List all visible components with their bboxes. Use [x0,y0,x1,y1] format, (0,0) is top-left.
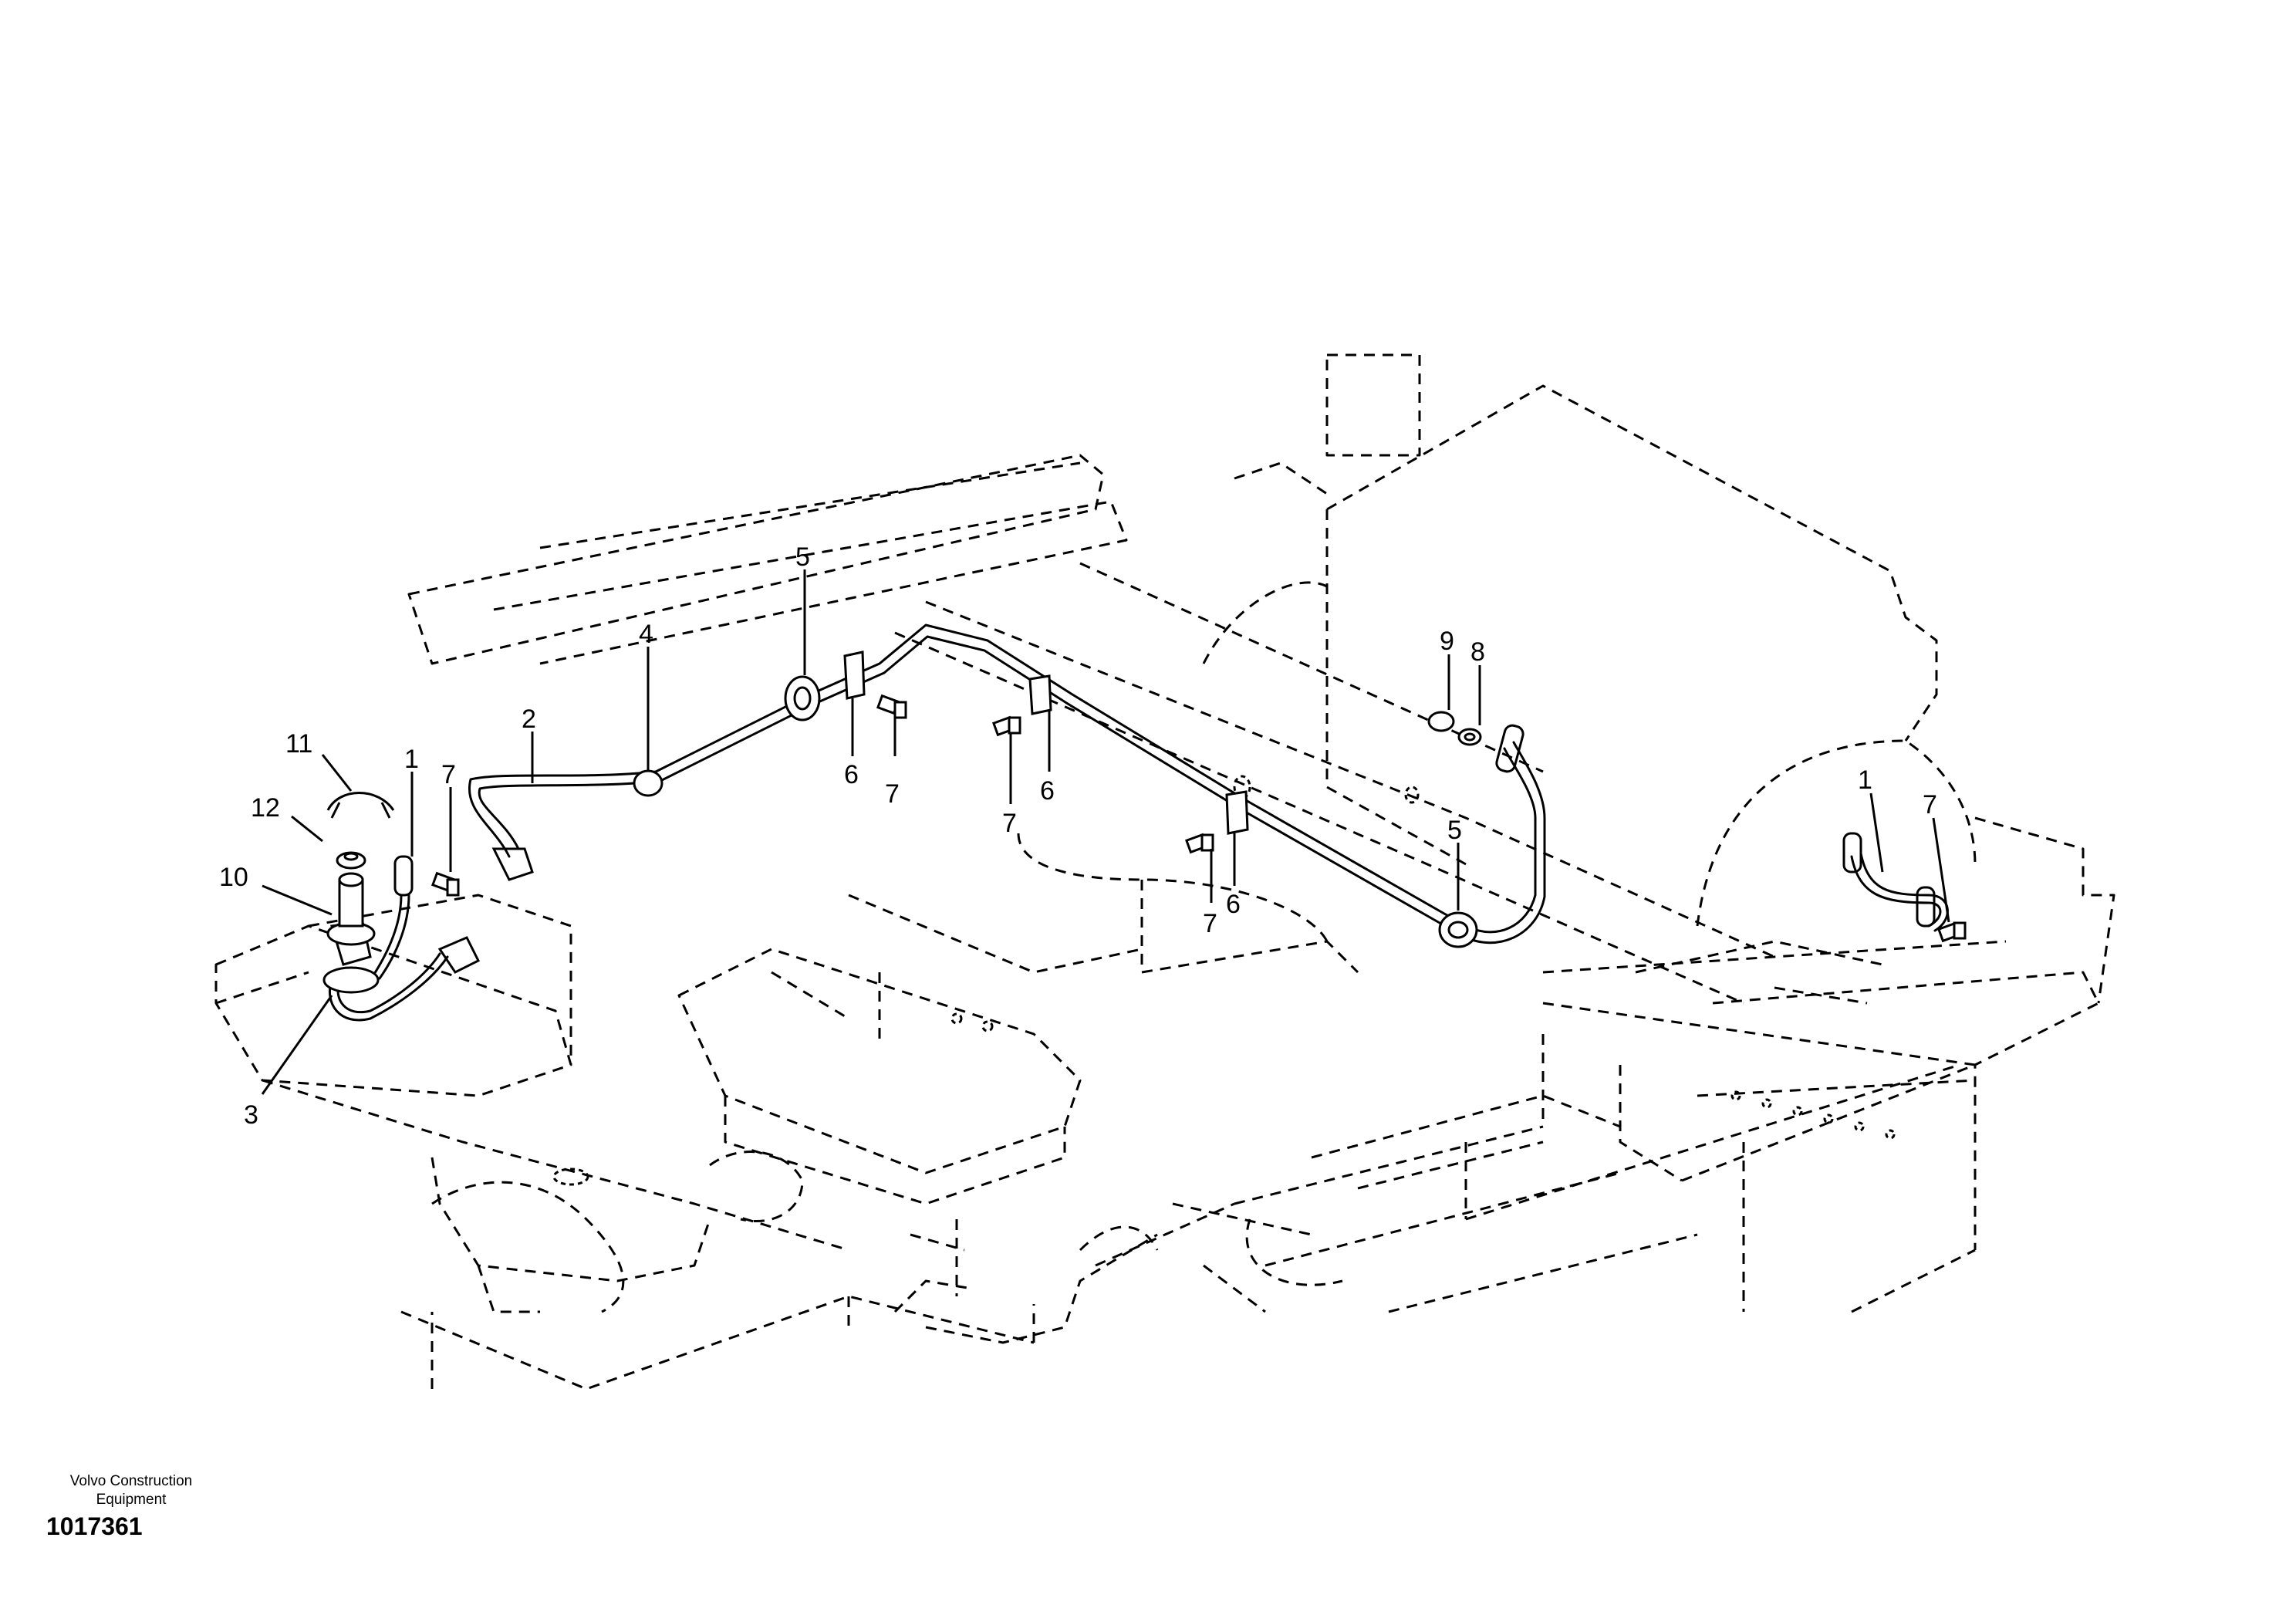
leader-lines [261,569,1950,1095]
bolts [431,694,1967,943]
callout-5-left: 5 [795,542,810,572]
callout-3: 3 [244,1100,258,1130]
cable-harness [328,623,1949,1022]
frame-holes [552,775,1896,1186]
cable-lugs [393,724,1936,974]
battery-disconnect-switch [322,792,395,994]
callout-10: 10 [219,863,248,892]
callout-6-a: 6 [844,760,859,789]
figure-number: 1017361 [46,1512,143,1540]
company-name-line2: Equipment [96,1492,167,1508]
callout-7-left: 7 [441,760,456,789]
callout-7-a: 7 [885,779,900,809]
callout-1-left: 1 [404,745,419,774]
company-name-line1: Volvo Construction [69,1473,193,1489]
callout-6-b: 6 [1040,776,1055,806]
callout-6-c: 6 [1226,890,1241,919]
callout-7-b: 7 [1002,809,1017,838]
callout-5-right: 5 [1447,816,1462,845]
callout-11: 11 [285,729,312,759]
callout-9: 9 [1440,627,1454,656]
callout-7-right: 7 [1923,790,1937,819]
callout-4: 4 [639,620,653,649]
callout-labels: 11 12 10 3 1 7 2 4 5 6 7 7 6 6 7 9 8 5 1… [219,542,1937,1130]
callout-1-right: 1 [1858,765,1872,795]
company-name: Volvo Construction Equipment [39,1472,224,1509]
machine-frame-phantom [214,353,2115,1391]
callout-7-c: 7 [1203,909,1217,938]
callout-12: 12 [251,793,280,823]
clamps [633,650,1478,948]
callout-2: 2 [522,705,536,734]
callout-8: 8 [1470,637,1485,667]
